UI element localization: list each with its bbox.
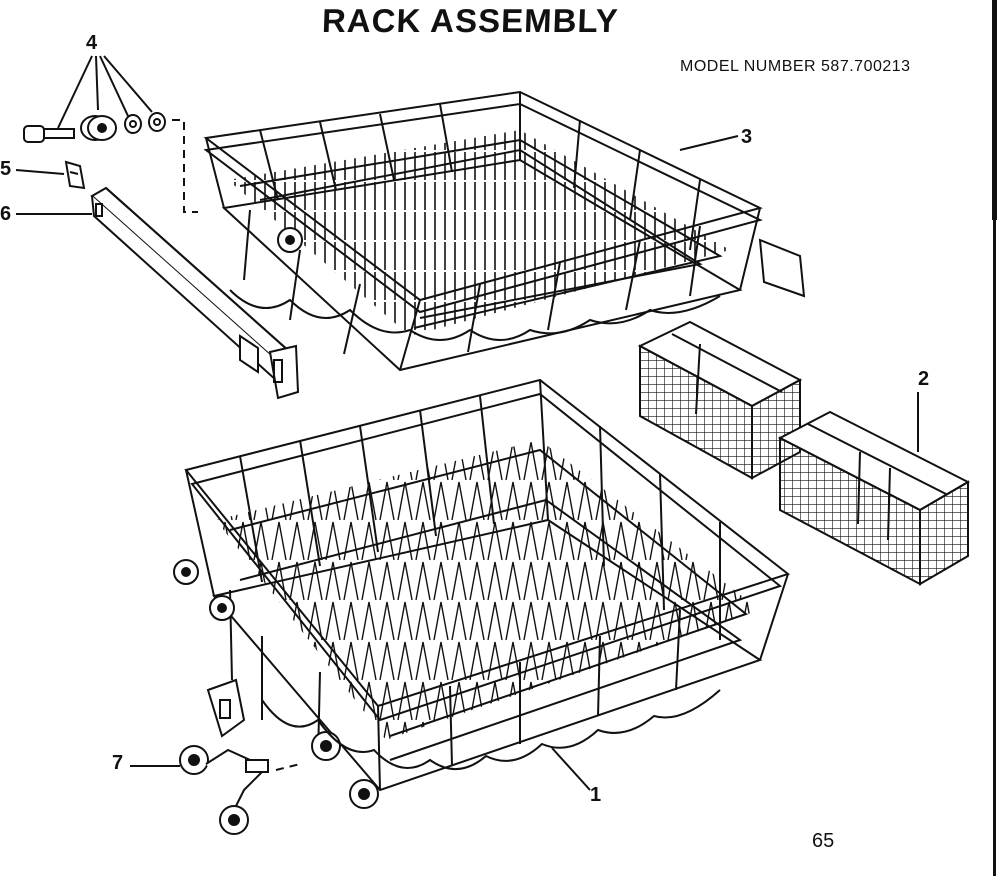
callout-7: 7 [112, 752, 124, 774]
callout-6: 6 [0, 203, 12, 225]
part-2-baskets [637, 320, 971, 586]
model-number: MODEL NUMBER 587.700213 [680, 58, 911, 75]
part-1-lower-rack [173, 378, 791, 809]
callout-4: 4 [86, 32, 98, 54]
page-edge-line [992, 0, 997, 876]
page-number: 65 [812, 830, 835, 852]
part-4-hardware [23, 55, 198, 213]
callout-3: 3 [741, 126, 753, 148]
callout-1: 1 [590, 784, 602, 806]
part-5-6-rail [15, 160, 300, 400]
callout-2: 2 [918, 368, 930, 390]
part-3-upper-rack [203, 90, 806, 372]
part-7-wheel-bracket [130, 678, 301, 835]
callout-5: 5 [0, 158, 12, 180]
